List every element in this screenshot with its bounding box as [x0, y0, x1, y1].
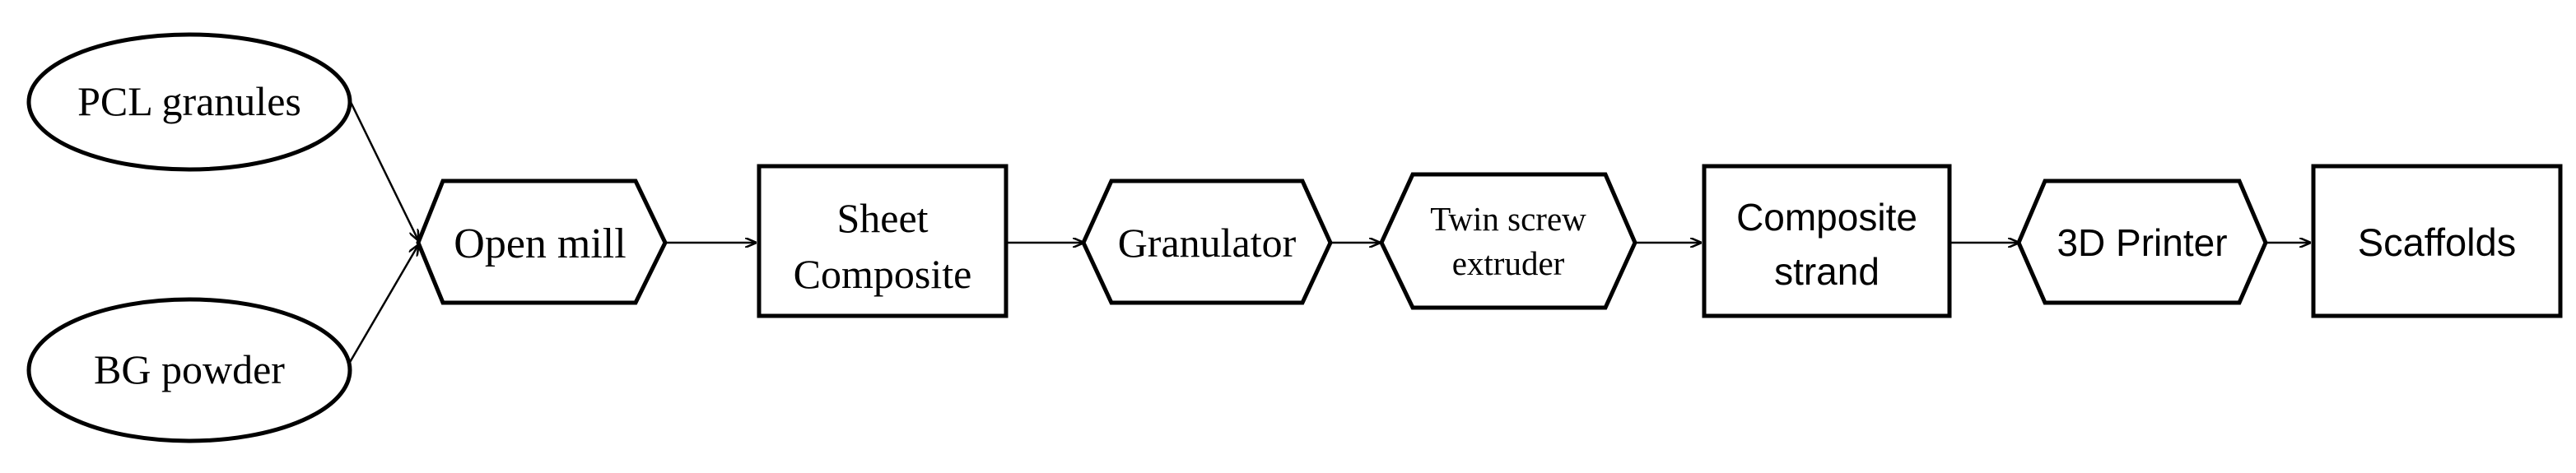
node-granulator: Granulator: [1081, 179, 1333, 305]
edge-bg-to-open-mill: [347, 245, 418, 364]
node-composite-strand: Composite strand: [1702, 164, 1952, 318]
node-pcl-granules: PCL granules: [26, 32, 352, 172]
sheet-composite-label-line2: Composite: [794, 251, 972, 297]
bg-powder-label: BG powder: [94, 346, 285, 392]
node-3d-printer: 3D Printer: [2016, 179, 2268, 305]
open-mill-label: Open mill: [454, 220, 626, 267]
sheet-composite-label: Sheet: [836, 195, 928, 241]
twin-screw-label: Twin screw: [1430, 200, 1586, 238]
twin-screw-label-line2: extruder: [1452, 244, 1565, 282]
connectors: [347, 98, 2310, 364]
edge-pcl-to-open-mill: [347, 98, 418, 240]
composite-strand-label: Composite: [1736, 196, 1917, 239]
pcl-granules-label: PCL granules: [77, 78, 301, 124]
granulator-label: Granulator: [1118, 220, 1297, 266]
node-twin-screw-extruder: Twin screw extruder: [1379, 172, 1637, 310]
node-sheet-composite: Sheet Composite: [757, 164, 1009, 318]
node-open-mill: Open mill: [416, 179, 668, 305]
scaffolds-label: Scaffolds: [2358, 220, 2516, 264]
node-bg-powder: BG powder: [26, 297, 352, 443]
composite-strand-label-line2: strand: [1774, 250, 1880, 293]
node-scaffolds: Scaffolds: [2311, 164, 2563, 318]
3d-printer-label: 3D Printer: [2057, 221, 2227, 264]
